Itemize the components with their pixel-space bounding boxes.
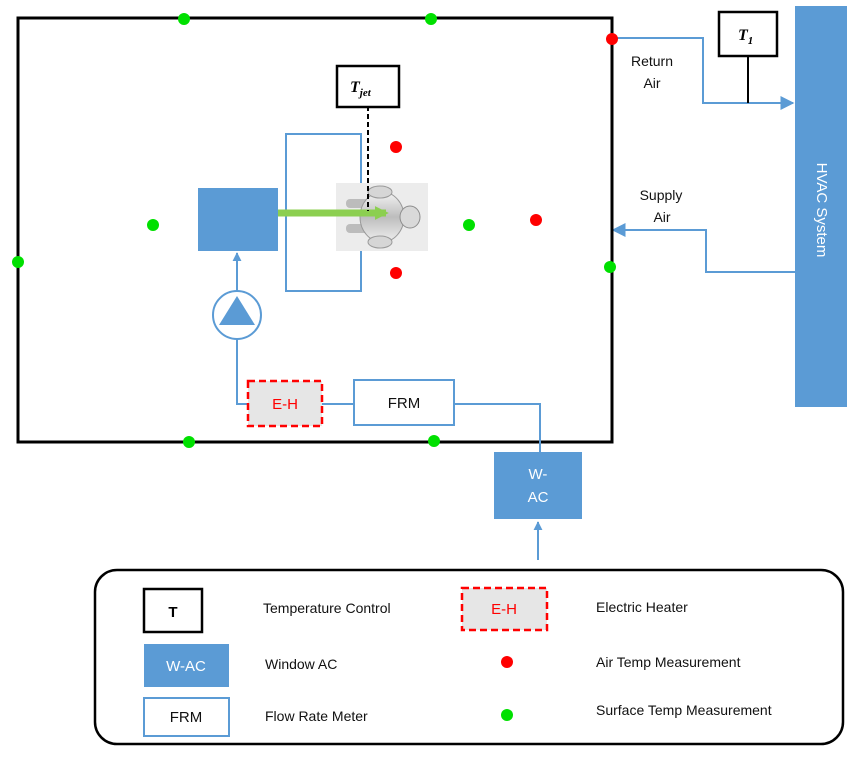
air-temp-sensor — [390, 141, 402, 153]
fan-unit-box — [198, 188, 278, 251]
legend-air-temp-dot — [501, 656, 513, 668]
t1-label: T1 — [738, 27, 753, 47]
electric-heater-label: E-H — [272, 396, 298, 413]
legend-temp-control-symbol — [142, 587, 204, 634]
legend-frm-symbol-text: FRM — [170, 709, 203, 726]
legend-wac-symbol — [144, 644, 229, 687]
surface-temp-sensors — [12, 13, 616, 448]
legend-frm-symbol — [143, 697, 230, 737]
t-jet-label-sub: jet — [358, 87, 372, 99]
legend-temp-control-label: Temperature Control — [263, 600, 391, 616]
legend-air-temp-label: Air Temp Measurement — [596, 654, 741, 670]
window-ac-label-line2: AC — [528, 489, 549, 506]
return-air-label-line2: Air — [643, 75, 660, 91]
t-jet-label-base: T — [350, 79, 361, 96]
air-temp-sensor — [390, 267, 402, 279]
surface-temp-sensor — [183, 436, 195, 448]
t1-label-sub: 1 — [748, 35, 754, 47]
test-room — [16, 16, 614, 444]
legend-heater-label: Electric Heater — [596, 599, 688, 615]
return-air-label-line1: Return — [631, 53, 673, 69]
air-temp-sensor — [530, 214, 542, 226]
electric-heater-box — [246, 379, 324, 428]
surface-temp-sensor — [178, 13, 190, 25]
air-temp-sensor — [606, 33, 618, 45]
legend-temp-control-symbol-text: T — [168, 604, 177, 621]
air-temp-sensors — [390, 33, 618, 279]
supply-air-label-line1: Supply — [640, 187, 683, 203]
legend-heater-symbol — [460, 586, 549, 632]
pipe-heater-to-pump — [236, 339, 248, 405]
legend-wac-label: Window AC — [265, 656, 337, 672]
surface-temp-sensor — [12, 256, 24, 268]
legend-box — [93, 568, 845, 746]
t-jet-controller-box — [335, 64, 401, 109]
hvac-system-label: HVAC System — [813, 163, 830, 258]
surface-temp-sensor — [428, 435, 440, 447]
manikin-icon — [336, 183, 428, 251]
window-ac-box — [494, 452, 582, 519]
legend-surface-temp-label: Surface Temp Measurement — [596, 702, 772, 718]
surface-temp-sensor — [147, 219, 159, 231]
window-ac-label-line1: W- — [529, 466, 548, 483]
pipe-frm-to-wac — [454, 403, 541, 452]
legend-frm-label: Flow Rate Meter — [265, 708, 368, 724]
flow-rate-meter-box — [353, 379, 455, 426]
supply-air-label-line2: Air — [653, 209, 670, 225]
surface-temp-sensor — [463, 219, 475, 231]
t1-controller-box — [717, 10, 779, 58]
t-jet-label: Tjet — [350, 79, 372, 99]
legend-heater-symbol-text: E-H — [491, 601, 517, 618]
legend-wac-symbol-text: W-AC — [166, 658, 206, 675]
flow-rate-meter-label: FRM — [388, 395, 421, 412]
pump-icon — [212, 290, 262, 340]
hvac-system-box — [795, 6, 847, 407]
legend-surface-temp-dot — [501, 709, 513, 721]
surface-temp-sensor — [425, 13, 437, 25]
t1-label-base: T — [738, 27, 749, 44]
surface-temp-sensor — [604, 261, 616, 273]
supply-air-duct — [611, 223, 795, 273]
